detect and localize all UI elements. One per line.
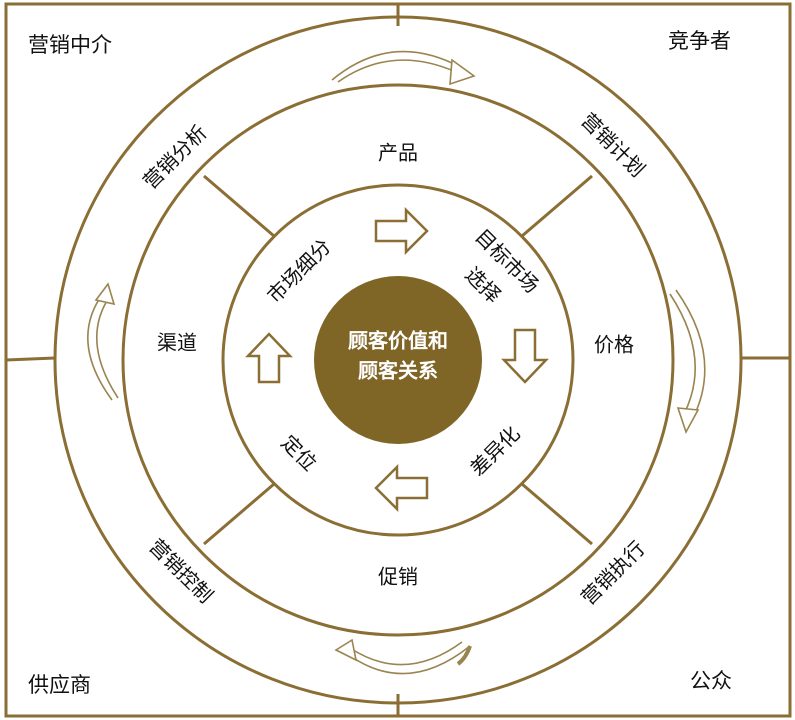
outer-label-marketing-execution: 营销执行: [576, 536, 650, 610]
curved-arrow-icon: [334, 638, 472, 675]
outer-ring: [53, 15, 743, 705]
center-label-line2: 顾客关系: [358, 359, 438, 383]
block-arrow-icon: [245, 332, 293, 384]
block-arrow-icon: [501, 328, 549, 384]
block-arrow-icon: [374, 463, 429, 513]
outer-label-marketing-analysis: 营销分析: [138, 120, 212, 194]
curved-arrow-icon: [87, 282, 119, 401]
inner-label-differentiation: 差异化: [465, 421, 524, 480]
inner-label-segmentation: 市场细分: [262, 234, 336, 308]
outer-label-marketing-control: 营销控制: [144, 534, 218, 608]
outer-label-marketing-planning: 营销计划: [576, 108, 650, 182]
center-label-line1: 顾客价值和: [348, 329, 448, 353]
middle-label-place: 渠道: [157, 331, 197, 355]
center-disc: [314, 276, 482, 444]
inner-ring: [221, 183, 575, 537]
middle-label-price: 价格: [594, 333, 634, 357]
block-arrow-icon: [374, 206, 429, 256]
inner-label-positioning: 定位: [276, 430, 321, 475]
curved-arrow-icon: [669, 289, 706, 434]
diagram-frame: [4, 2, 792, 718]
curved-arrow-icon: [331, 50, 476, 86]
corner-label-suppliers: 供应商: [28, 673, 91, 697]
ring-spokes: [203, 174, 593, 546]
middle-label-promotion: 促销: [378, 565, 418, 589]
middle-ring: [121, 83, 675, 637]
corner-label-competitors: 竞争者: [668, 29, 731, 53]
corner-label-marketing-intermediaries: 营销中介: [28, 33, 112, 57]
corner-label-publics: 公众: [690, 669, 732, 693]
middle-label-product: 产品: [378, 141, 418, 165]
